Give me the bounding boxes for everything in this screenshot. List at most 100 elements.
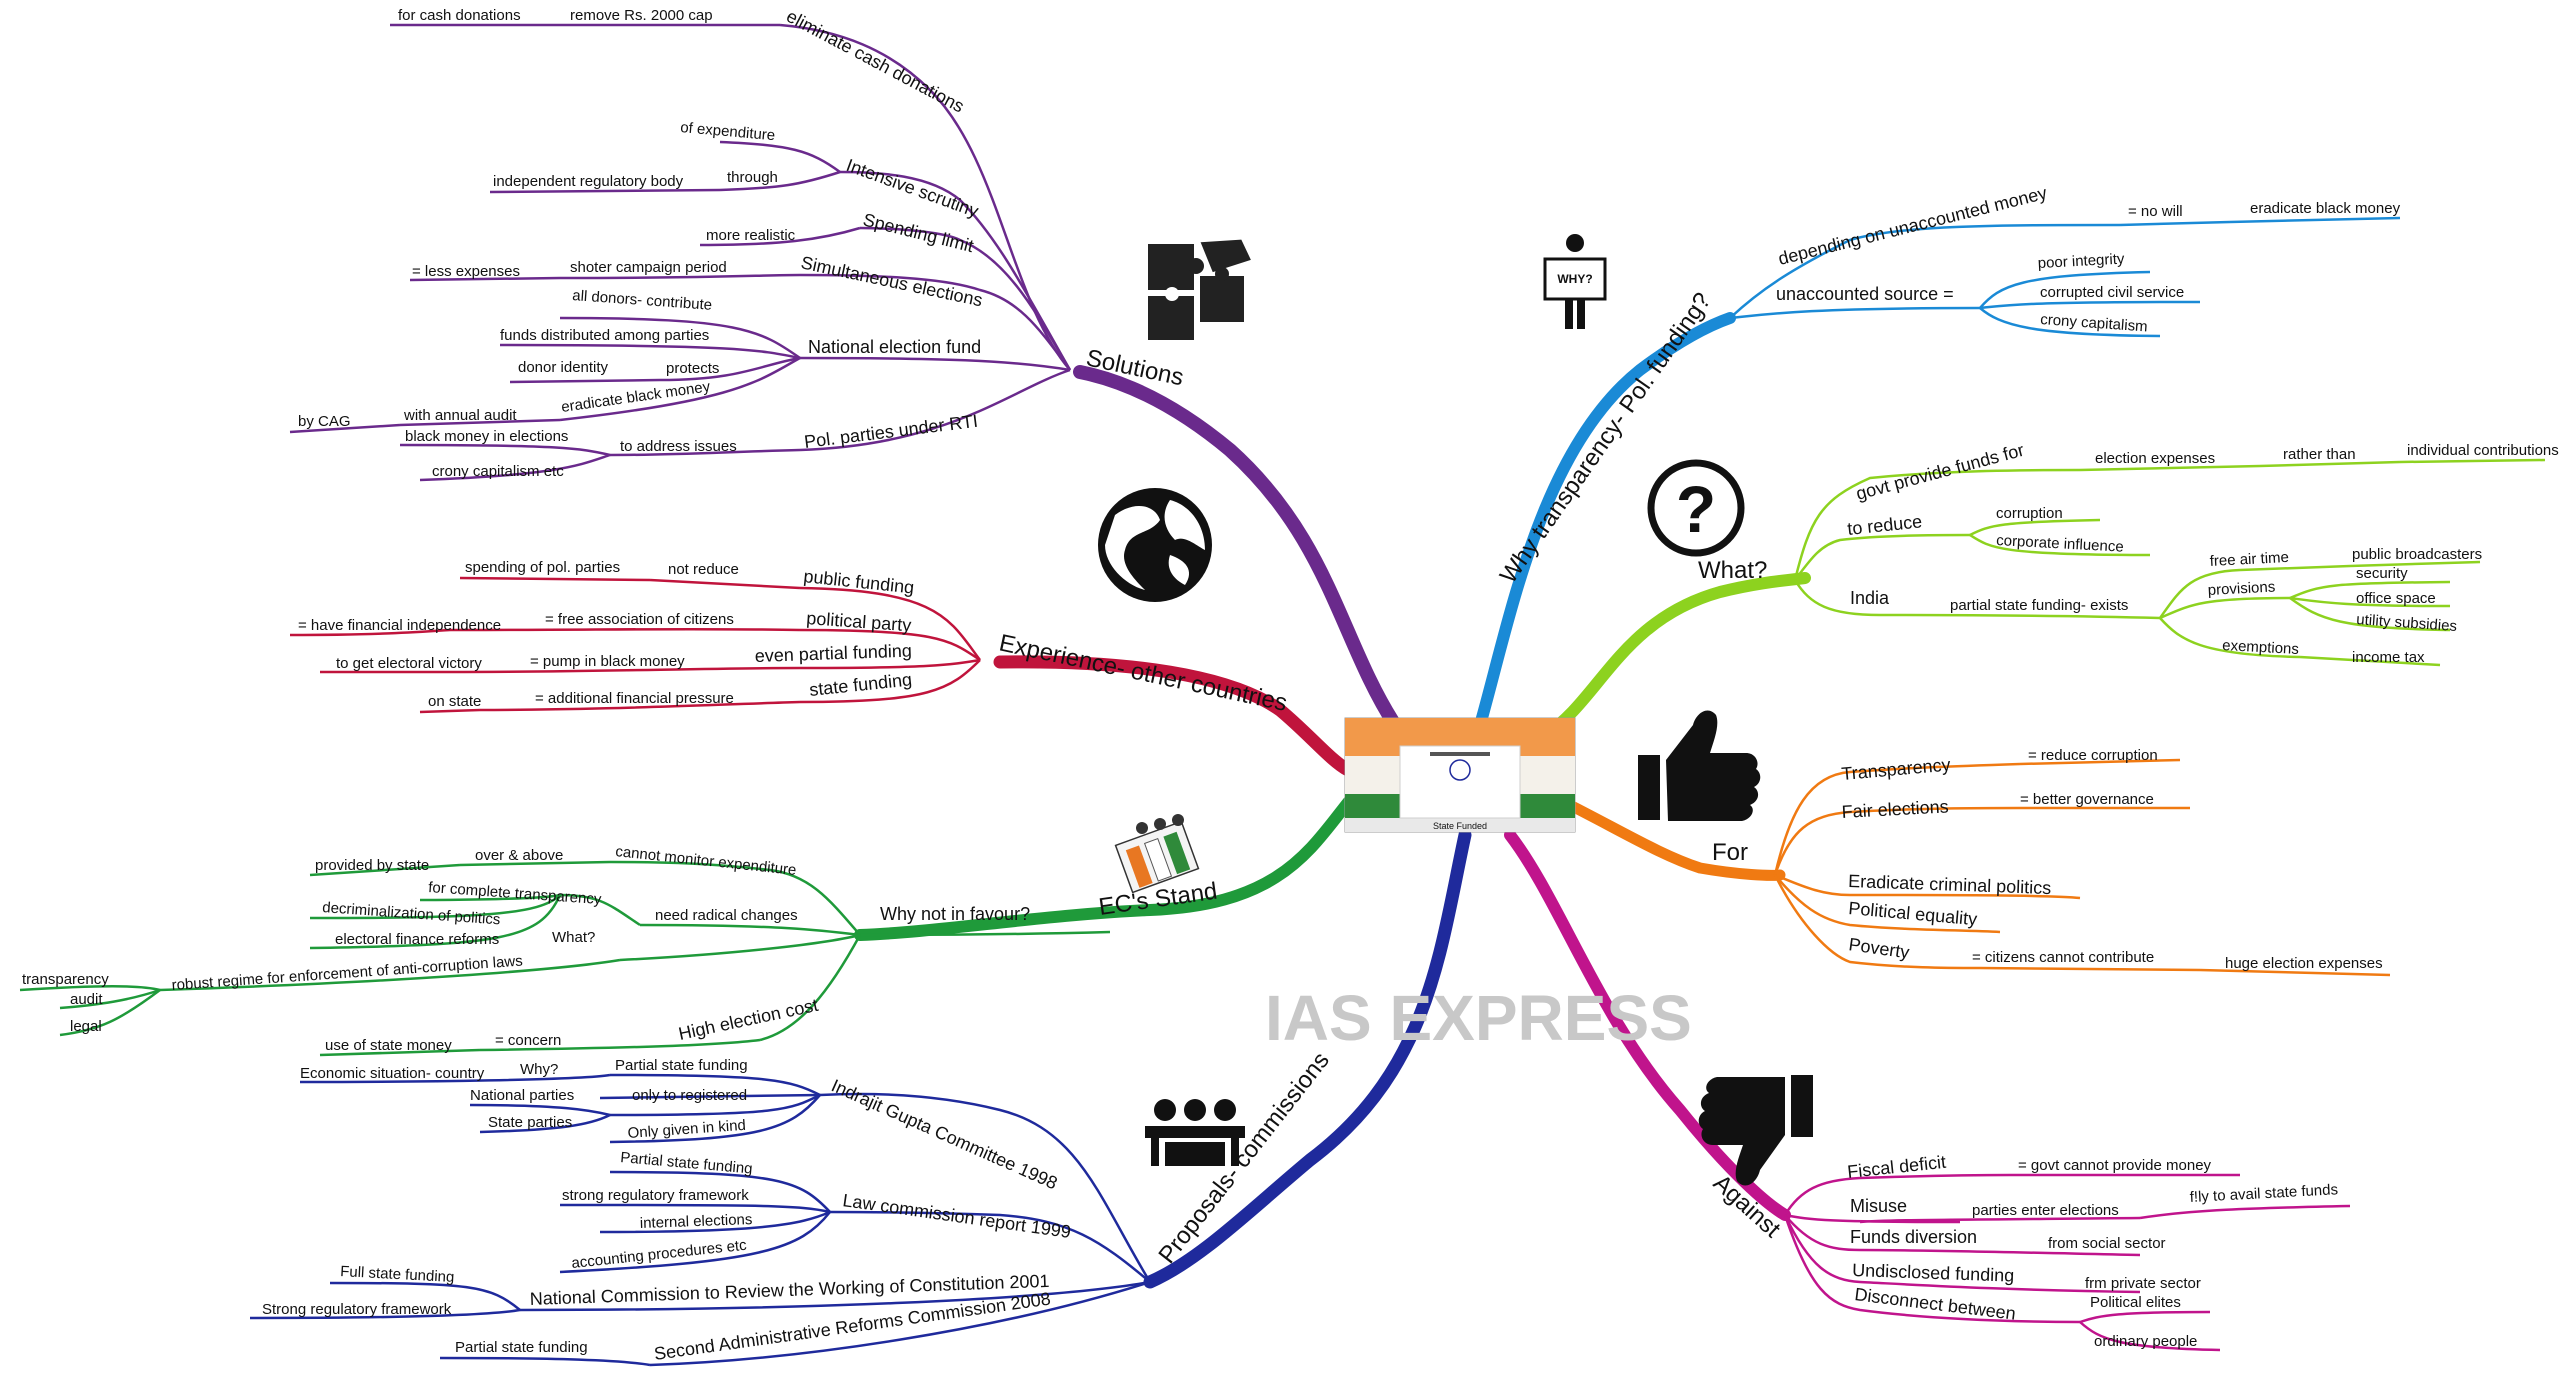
state-parties-label: State parties: [488, 1114, 572, 1131]
partial-exists-label: partial state funding- exists: [1950, 597, 2128, 614]
utility-label: utility subsidies: [2356, 611, 2458, 635]
what-label: What?: [1698, 557, 1767, 584]
spending-pol-label: spending of pol. parties: [465, 559, 620, 576]
why-subtree: [1729, 216, 2401, 338]
branch-proposals: [1143, 828, 1472, 1289]
use-state-money-label: use of state money: [325, 1037, 452, 1054]
watermark-text: IAS EXPRESS: [1265, 982, 1692, 1054]
by-cag-label: by CAG: [298, 413, 351, 430]
ec-labels: EC's Stand Why not in favour? cannot mon…: [22, 843, 1219, 1054]
against-subtree: [1783, 1173, 2351, 1352]
simultaneous-label: Simultaneous elections: [799, 252, 984, 310]
legal-s-label: legal: [70, 1018, 102, 1035]
full-sf-label: Full state funding: [340, 1263, 455, 1286]
public-broad-label: public broadcasters: [2352, 546, 2482, 563]
fin-indep-label: = have financial independence: [298, 617, 501, 634]
solutions-subtree: [289, 23, 1072, 482]
branch-what: [1539, 572, 1811, 741]
better-gov-label: = better governance: [2020, 791, 2154, 808]
address-issues-label: to address issues: [620, 438, 737, 455]
poor-integrity-label: poor integrity: [2037, 250, 2125, 272]
globe-icon: [1098, 488, 1212, 602]
fly-label: f!ly to avail state funds: [2189, 1181, 2338, 1206]
intensive-label: Intensive scrutiny: [844, 155, 982, 221]
misuse-label: Misuse: [1850, 1196, 1907, 1216]
more-realistic-label: more realistic: [706, 227, 796, 244]
from-social-label: from social sector: [2048, 1235, 2166, 1252]
experience-subtree: [289, 576, 982, 714]
puzzle-icon: [1148, 239, 1251, 340]
economic-label: Economic situation- country: [300, 1065, 485, 1082]
indrajit-label: Indrajit Gupta Committee 1998: [828, 1075, 1060, 1193]
robust-label: robust regime for enforcement of anti-co…: [171, 952, 523, 994]
election-exp-label: election expenses: [2095, 450, 2215, 467]
spending-limit-label: Spending limit: [861, 209, 976, 256]
proposals-subtree: [249, 1073, 1152, 1367]
on-state-label: on state: [428, 693, 481, 710]
even-partial-label: even partial funding: [754, 641, 912, 666]
ordinary-label: ordinary people: [2094, 1333, 2197, 1350]
individual-label: individual contributions: [2407, 442, 2559, 459]
what-labels: What? govt provide funds for election ex…: [1698, 440, 2559, 666]
why-labels: Why transparency- Pol. funding? dependin…: [1495, 183, 2401, 589]
for-label: For: [1712, 839, 1748, 866]
not-reduce-label: not reduce: [668, 561, 739, 578]
corruption-label: corruption: [1996, 505, 2063, 522]
transparency-label: Transparency: [1841, 755, 1952, 784]
india-label: India: [1850, 588, 1890, 608]
political-eq-label: Political equality: [1848, 898, 1978, 929]
why-not-label: Why not in favour?: [880, 904, 1030, 924]
partial-sf-label: Partial state funding: [615, 1057, 748, 1074]
exemptions-label: exemptions: [2222, 637, 2300, 658]
fair-elections-label: Fair elections: [1841, 796, 1949, 822]
less-exp-label: = less expenses: [412, 263, 520, 280]
cannot-monitor-label: cannot monitor expenditure: [615, 843, 798, 879]
transparency-s-label: transparency: [22, 971, 109, 988]
why-q-label: Why?: [520, 1061, 558, 1078]
efr-label: electoral finance reforms: [335, 931, 499, 948]
add-fin-label: = additional financial pressure: [535, 690, 734, 707]
protects-label: protects: [666, 360, 719, 377]
only-registered-label: only to registered: [632, 1087, 747, 1104]
electoral-victory-label: to get electoral victory: [336, 655, 482, 672]
frm-private-label: frm private sector: [2085, 1275, 2201, 1292]
solutions-labels: Solutions eliminate cash donations remov…: [298, 6, 1186, 480]
over-above-label: over & above: [475, 847, 563, 864]
funds-div-label: Funds diversion: [1850, 1227, 1977, 1247]
center-caption: State Funded: [1433, 821, 1487, 831]
income-tax-label: income tax: [2352, 649, 2425, 666]
pump-bm-label: = pump in black money: [530, 653, 685, 670]
thumbs-down-icon: [1698, 1075, 1813, 1186]
public-funding-label: public funding: [803, 566, 916, 598]
audit-s-label: audit: [70, 991, 103, 1008]
no-will-label: = no will: [2128, 203, 2183, 220]
reduce-corr-label: = reduce corruption: [2028, 747, 2158, 764]
for-subtree: [1773, 758, 2391, 977]
national-fund-label: National election fund: [808, 337, 981, 357]
internal-el-label: internal elections: [640, 1211, 753, 1232]
of-expenditure-label: of expenditure: [680, 119, 776, 144]
experience-label: Experience- other countries: [997, 629, 1290, 716]
branch-ec: [854, 794, 1356, 941]
branch-solutions: [1073, 365, 1402, 732]
pol-rti-label: Pol. parties under RTI: [803, 411, 979, 452]
provided-state-label: provided by state: [315, 857, 429, 874]
question-icon: ?: [1647, 459, 1745, 557]
through-label: through: [727, 169, 778, 186]
decrim-label: decriminalization of politics: [322, 899, 501, 928]
free-assoc-label: = free association of citizens: [545, 611, 734, 628]
shorter-label: shoter campaign period: [570, 259, 727, 276]
corrupted-cs-label: corrupted civil service: [2040, 284, 2184, 301]
remove-cap-label: remove Rs. 2000 cap: [570, 7, 713, 24]
for-labels: For Transparency = reduce corruption Fai…: [1712, 747, 2383, 972]
crony-etc-label: crony capitalism etc: [432, 463, 564, 480]
national-parties-label: National parties: [470, 1087, 574, 1104]
pol-elites-label: Political elites: [2090, 1294, 2181, 1311]
donor-identity-label: donor identity: [518, 359, 609, 376]
strong-reg2-label: Strong regulatory framework: [262, 1301, 452, 1318]
branch-for: [1554, 794, 1786, 881]
corp-influence-label: corporate influence: [1996, 532, 2124, 556]
svg-text:WHY?: WHY?: [1557, 272, 1592, 286]
branch-against: [1504, 829, 1791, 1221]
state-funding-label: state funding: [808, 669, 913, 700]
